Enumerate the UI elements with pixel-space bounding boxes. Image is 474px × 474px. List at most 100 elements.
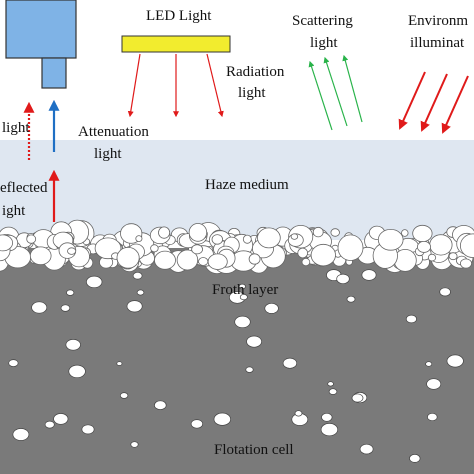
flotation-cell-body [0,248,474,474]
reflected-light-arrows [23,99,60,222]
cell-bubble [190,419,204,429]
cell-bubble [234,315,251,329]
froth-bubble [460,233,474,258]
radiation-label-1: Radiation [226,64,285,80]
cell-bubble [294,410,303,417]
froth-bubble [310,243,336,267]
cell-bubble [66,289,75,296]
cell-bubble [213,412,231,426]
cell-bubble [336,273,350,285]
cell-bubble [68,364,86,379]
cell-bubble [282,357,298,369]
froth-bubble [135,235,143,243]
froth-bubble [330,228,340,237]
froth-bubble [248,253,261,265]
froth-bubble [191,244,204,255]
froth-bubble [188,223,208,242]
cell-bubble [12,428,30,441]
environment-arrows [398,71,469,134]
cell-bubble [154,400,167,410]
froth-bubble [377,229,404,251]
froth-bubble [198,257,209,266]
cell-bubble [8,359,19,367]
cell-bubble [53,413,69,425]
froth-bubble [297,247,309,259]
cell-bubble [351,393,364,403]
cell-bubble [132,271,143,280]
cell-bubble [328,388,338,395]
radiation-label-2: light [238,85,266,101]
froth-bubble [242,234,252,244]
froth-bubble [312,226,324,238]
cell-bubble [126,300,143,313]
cell-bubbles [8,269,464,463]
froth-bubble [176,249,199,271]
cell-bubble [31,301,48,314]
cell-bubble [361,269,377,281]
led-light-icon [121,35,231,53]
froth-bubble [150,244,159,253]
froth-bubble [459,258,472,269]
froth-bubble [429,234,453,256]
light-left-label: light [2,120,30,136]
cell-bubble [238,283,246,290]
froth-bubble [448,252,458,261]
scattering-arrows [308,54,363,131]
cell-bubble [81,424,95,435]
cell-bubble [426,378,442,390]
froth-bubble [416,240,431,253]
cell-bubble [119,392,129,399]
cell-bubble [65,339,81,351]
reflected-label-1: eflected [0,180,48,196]
cell-bubble [60,304,71,312]
environment-label-2: illuminat [410,35,465,51]
froth-bubble [337,234,364,261]
froth-bubble [290,233,299,240]
cell-bubble [320,423,339,437]
attenuation-label-1: Attenuation [78,124,149,140]
cell-bubble [427,412,438,422]
radiation-arrows [127,53,224,118]
cell-bubble [409,454,421,463]
froth-bubble [427,253,437,262]
haze-medium-label: Haze medium [205,177,289,193]
cell-bubble [130,441,139,448]
cell-bubble [321,412,333,422]
cell-bubble [246,335,262,348]
reflected-label-2: ight [2,203,26,219]
froth-bubble [67,247,77,255]
froth-bubble [257,227,281,249]
froth-bubble [412,224,433,243]
attenuation-label-2: light [94,146,122,162]
cell-bubble [359,443,374,455]
froth-bubble [401,229,409,237]
cell-bubble [346,295,356,303]
cell-bubble [239,294,248,301]
froth-bubble [29,246,52,266]
cell-bubble [136,289,145,296]
led-light-label: LED Light [146,8,212,24]
scattering-label-2: light [310,35,338,51]
froth-bubble [207,253,228,270]
camera-icon [5,0,77,89]
cell-bubble [116,361,123,366]
flotation-cell-label: Flotation cell [214,442,294,458]
froth-bubble [0,234,13,252]
froth-bubbles [0,219,474,274]
cell-bubble [44,420,55,429]
froth-bubble [158,226,171,239]
cell-bubble [405,314,417,324]
froth-bubble [26,234,37,244]
froth-bubble [116,246,140,269]
cell-bubble [425,361,433,367]
scattering-label-1: Scattering [292,13,353,29]
cell-bubble [245,366,254,373]
froth-bubble [154,250,176,270]
cell-bubble [264,302,279,314]
cell-bubble [446,354,464,368]
froth-bubble [211,234,224,245]
froth-bubble [301,257,311,267]
cell-bubble [327,381,334,387]
